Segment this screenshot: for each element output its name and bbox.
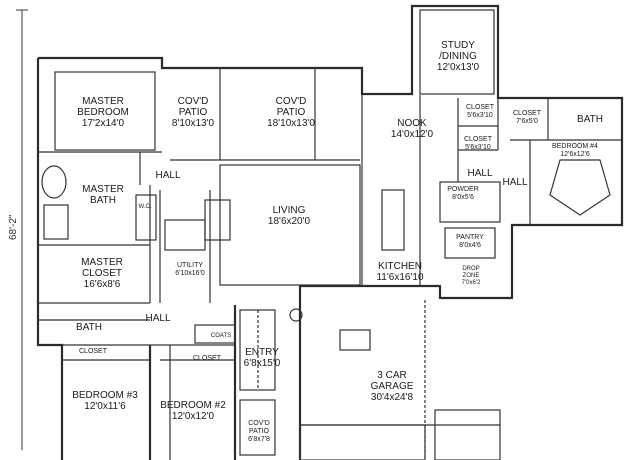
room-label-kitchen: KITCHEN 11'6x16'10 — [376, 261, 424, 283]
room-label-powder: POWDER 8'0x5'6 — [447, 186, 479, 201]
room-label-bath-4: BATH — [577, 114, 603, 125]
room-label-bedroom-4: BEDROOM #4 12'6x12'6 — [552, 143, 598, 158]
room-label-living: LIVING 18'6x20'0 — [267, 205, 311, 227]
room-label-bedroom-3: BEDROOM #3 12'0x11'6 — [72, 390, 138, 412]
room-label-bedroom-2: BEDROOM #2 12'0x12'0 — [160, 400, 226, 422]
room-label-drop-zone: DROP ZONE 7'0x6'2 — [461, 266, 481, 286]
outer-wall-left — [36, 58, 64, 460]
room-label-covd-patio-2: COV'D PATIO 18'10x13'0 — [267, 96, 315, 129]
room-label-hall-c: HALL — [502, 177, 528, 188]
room-label-wc: W.C. — [138, 204, 152, 210]
room-label-nook: NOOK 14'0x12'0 — [390, 118, 434, 140]
room-label-hall-b: HALL — [467, 168, 493, 179]
room-label-coats: COATS — [210, 333, 232, 339]
room-label-study: STUDY /DINING 12'0x13'0 — [436, 40, 480, 73]
room-label-pantry: PANTRY 8'0x4'6 — [456, 234, 484, 249]
room-label-closet-e: CLOSET — [192, 355, 222, 362]
room-label-bath-lower: BATH — [76, 322, 102, 333]
room-label-closet-a: CLOSET 5'6x3'10 — [465, 104, 495, 119]
room-label-covd-patio-3: COV'D PATIO 6'8x7'8 — [248, 420, 270, 443]
room-label-garage: 3 CAR GARAGE 30'4x24'8 — [370, 370, 414, 403]
room-label-master-closet: MASTER CLOSET 16'6x8'6 — [81, 257, 123, 290]
room-label-closet-b: CLOSET 7'6x5'0 — [512, 110, 542, 125]
room-label-entry: ENTRY 6'8x15'0 — [243, 347, 281, 369]
room-label-covd-patio-1: COV'D PATIO 8'10x13'0 — [171, 96, 215, 129]
room-label-master-bath: MASTER BATH — [82, 184, 124, 206]
room-label-hall-a: HALL — [155, 170, 181, 181]
room-label-closet-d: CLOSET — [78, 348, 108, 355]
room-label-master-bedroom: MASTER BEDROOM 17'2x14'0 — [77, 96, 129, 129]
room-label-utility: UTILITY 6'10x16'0 — [175, 262, 205, 277]
room-label-hall-d: HALL — [145, 313, 171, 324]
room-label-closet-c: CLOSET 5'6x3'10 — [463, 136, 493, 151]
overall-dimension-label: 68'-2" — [8, 214, 19, 240]
